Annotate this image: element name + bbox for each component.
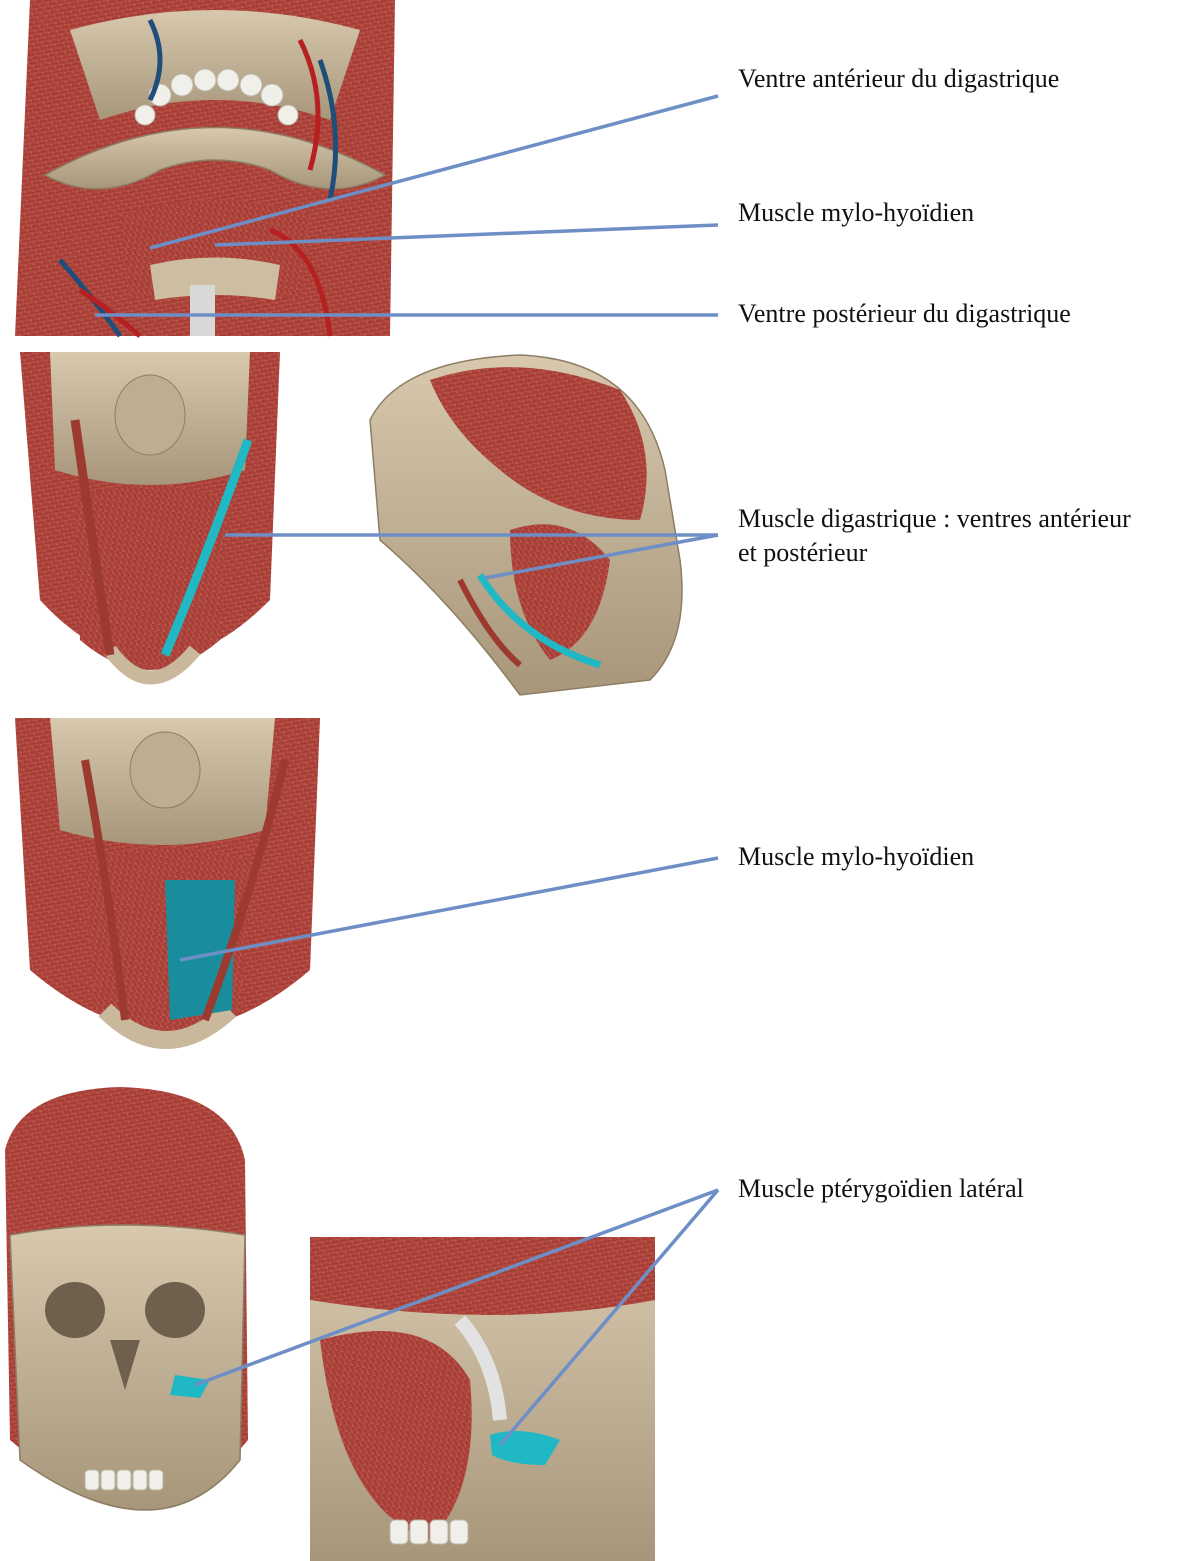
- label-mylo-hyoidien-1: Muscle mylo-hyoïdien: [738, 196, 974, 230]
- figure-6-lateral-closeup: [310, 1237, 655, 1561]
- figure-5-anterior-skull: [5, 1087, 248, 1510]
- label-digastrique-line2: et postérieur: [738, 536, 867, 570]
- figure-3-lateral-skull: [370, 355, 682, 695]
- label-ventre-posterieur: Ventre postérieur du digastrique: [738, 297, 1071, 331]
- label-pterygoidien: Muscle ptérygoïdien latéral: [738, 1172, 1024, 1206]
- figure-1-inferior-jaw-view: [15, 0, 395, 336]
- figure-4-inferior-skull-mylohyoid: [15, 718, 320, 1040]
- label-mylo-hyoidien-2: Muscle mylo-hyoïdien: [738, 840, 974, 874]
- label-digastrique-line1: Muscle digastrique : ventres antérieur: [738, 502, 1131, 536]
- label-ventre-anterieur: Ventre antérieur du digastrique: [738, 62, 1059, 96]
- figure-2-inferior-skull-digastric: [20, 352, 280, 678]
